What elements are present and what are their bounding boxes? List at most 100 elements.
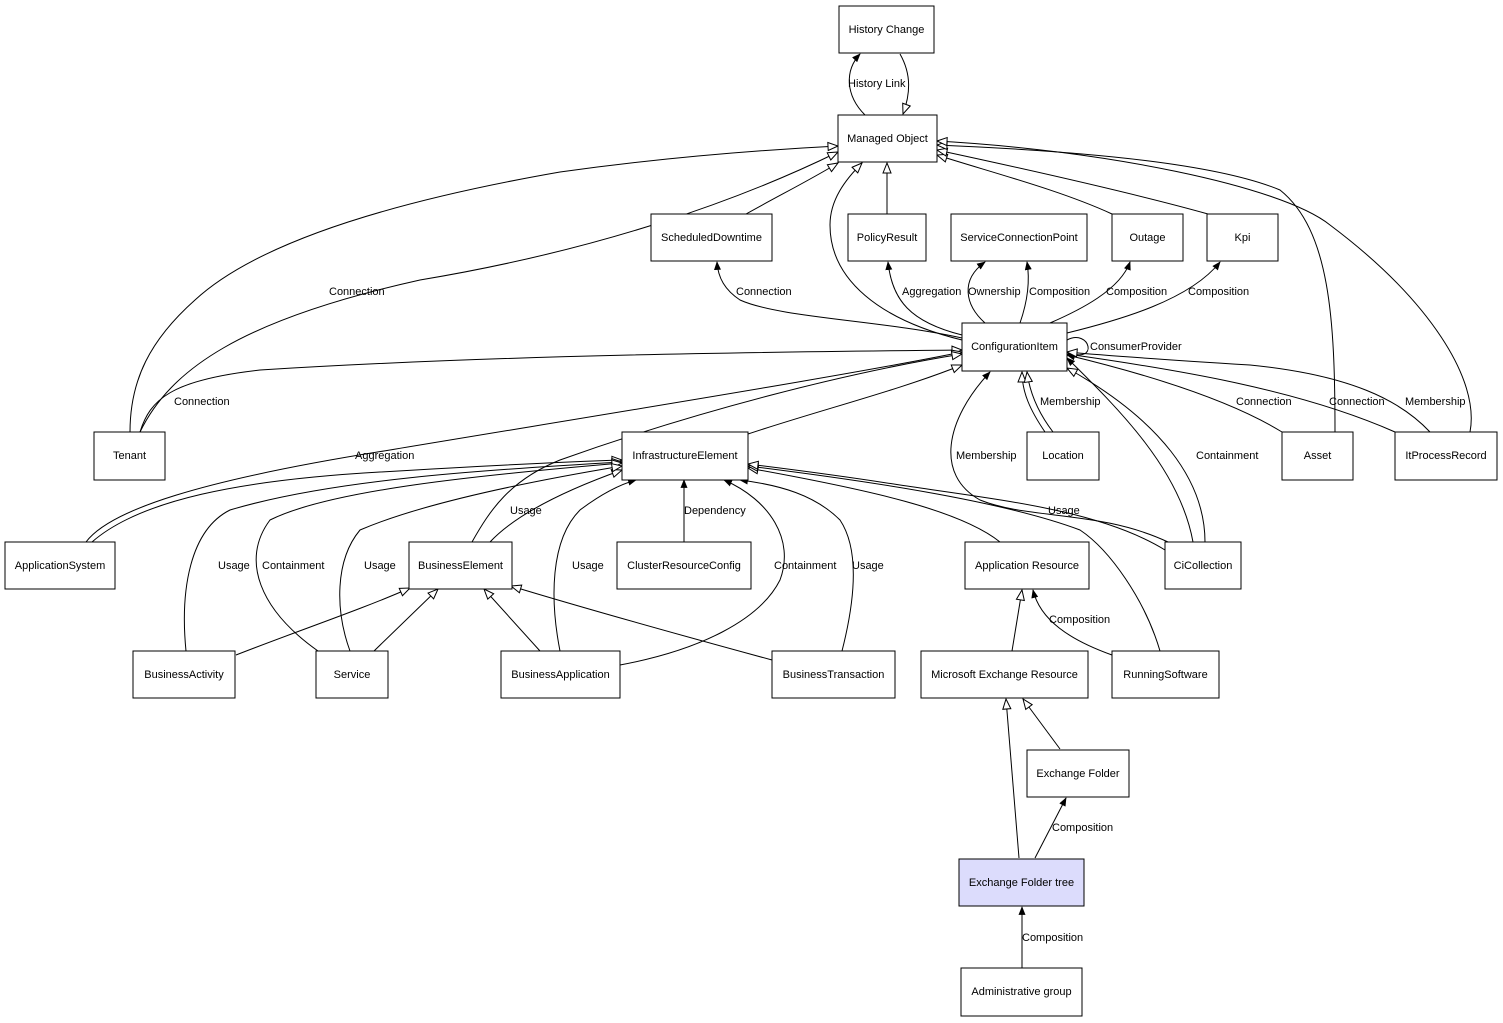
edge-be-usage-ie	[489, 470, 622, 543]
edge-labels: History Link Connection Connection Aggre…	[174, 78, 1466, 944]
node-tenant[interactable]: Tenant	[93, 431, 166, 481]
edge-ci-connection-sd	[714, 261, 963, 339]
edge-label-composition: Composition	[1029, 286, 1090, 298]
edge-label-membership: Membership	[956, 450, 1017, 462]
node-label: ClusterResourceConfig	[627, 560, 741, 572]
edge-label-containment: Containment	[774, 560, 836, 572]
edge-cicoll-membership-ci	[950, 371, 1169, 543]
node-label: Asset	[1304, 450, 1332, 462]
edge-ci-composition-scp	[1019, 261, 1032, 324]
node-managed-object[interactable]: Managed Object	[837, 114, 938, 163]
node-application-system[interactable]: ApplicationSystem	[4, 541, 116, 590]
edge-bapp-inherits-be	[484, 589, 541, 652]
node-label: Application Resource	[975, 560, 1079, 572]
node-business-element[interactable]: BusinessElement	[408, 541, 513, 590]
node-label: History Change	[849, 24, 925, 36]
edge-label-composition: Composition	[1049, 614, 1110, 626]
node-kpi[interactable]: Kpi	[1206, 213, 1279, 262]
edges	[85, 53, 1472, 968]
nodes: History Change Managed Object ScheduledD…	[4, 5, 1498, 1017]
edge-service-usage-ie	[339, 466, 622, 652]
node-label: Tenant	[113, 450, 146, 462]
node-label: BusinessElement	[418, 560, 503, 572]
node-label: Administrative group	[971, 986, 1071, 998]
node-configuration-item[interactable]: ConfigurationItem	[961, 322, 1068, 372]
node-label: ItProcessRecord	[1405, 450, 1486, 462]
node-service[interactable]: Service	[315, 650, 389, 699]
edge-label-connection: Connection	[329, 286, 385, 298]
node-outage[interactable]: Outage	[1111, 213, 1184, 262]
edge-appsys-inherits-ie	[91, 460, 622, 543]
edge-label-usage: Usage	[852, 560, 884, 572]
node-label: ConfigurationItem	[971, 341, 1058, 353]
edge-mer-inherits-approsc	[1011, 590, 1022, 652]
edge-asset-connection-ci	[1066, 353, 1283, 433]
node-label: ScheduledDowntime	[661, 232, 762, 244]
edge-label-membership: Membership	[1040, 396, 1101, 408]
node-cluster-resource-config[interactable]: ClusterResourceConfig	[616, 541, 752, 590]
node-business-transaction[interactable]: BusinessTransaction	[771, 650, 896, 699]
node-label: BusinessApplication	[511, 669, 609, 681]
edge-tenant-connection-ci	[139, 350, 962, 433]
node-business-activity[interactable]: BusinessActivity	[132, 650, 236, 699]
edge-label-dependency: Dependency	[684, 505, 746, 517]
edge-tenant-inherits-mo	[129, 146, 838, 433]
edge-tenant-connection-mo	[139, 152, 838, 433]
edge-label-composition: Composition	[1106, 286, 1167, 298]
node-label: Exchange Folder	[1036, 768, 1119, 780]
edge-label-composition: Composition	[1052, 822, 1113, 834]
node-label: Microsoft Exchange Resource	[931, 669, 1078, 681]
edge-rs-composition-approsc	[1031, 589, 1113, 656]
edge-ci-ownership-scp	[967, 261, 986, 324]
node-ci-collection[interactable]: CiCollection	[1164, 541, 1242, 590]
node-policy-result[interactable]: PolicyResult	[847, 213, 927, 262]
edge-label-usage: Usage	[510, 505, 542, 517]
node-label: BusinessActivity	[144, 669, 224, 681]
node-exchange-folder-tree[interactable]: Exchange Folder tree	[958, 858, 1085, 907]
node-exchange-folder[interactable]: Exchange Folder	[1026, 749, 1130, 798]
edge-ci-inherits-mo	[829, 163, 963, 341]
node-label: Managed Object	[847, 133, 928, 145]
edge-ci-aggregation-pr	[885, 261, 963, 336]
edge-ci-composition-outage	[1049, 261, 1131, 324]
node-label: InfrastructureElement	[632, 450, 737, 462]
edge-bact-inherits-be	[235, 588, 410, 656]
edge-label-containment: Containment	[262, 560, 324, 572]
edge-itpr-inherits-mo	[937, 141, 1472, 433]
node-label: Service	[334, 669, 371, 681]
node-service-connection-point[interactable]: ServiceConnectionPoint	[950, 213, 1088, 262]
node-infrastructure-element[interactable]: InfrastructureElement	[621, 431, 749, 481]
edge-label-aggregation: Aggregation	[355, 450, 414, 462]
node-running-software[interactable]: RunningSoftware	[1111, 650, 1220, 699]
edge-label-membership: Membership	[1405, 396, 1466, 408]
node-business-application[interactable]: BusinessApplication	[500, 650, 621, 699]
edge-ef-inherits-mer	[1023, 699, 1061, 750]
edge-history-link	[848, 53, 866, 116]
node-asset[interactable]: Asset	[1281, 431, 1354, 481]
node-history-change[interactable]: History Change	[838, 5, 935, 54]
edge-label-usage: Usage	[1048, 505, 1080, 517]
edge-label-connection: Connection	[1329, 396, 1385, 408]
edge-label-connection: Connection	[736, 286, 792, 298]
edge-eft-inherits-mer	[1006, 699, 1020, 859]
edge-kpi-inherits-mo	[937, 150, 1209, 215]
node-application-resource[interactable]: Application Resource	[964, 541, 1090, 590]
edge-itpr-connection-ci	[1066, 351, 1396, 433]
node-label: Outage	[1129, 232, 1165, 244]
node-it-process-record[interactable]: ItProcessRecord	[1394, 431, 1498, 481]
edge-label-usage: Usage	[364, 560, 396, 572]
edge-bapp-usage-ie	[553, 478, 637, 652]
edge-cicoll-inherits-ci	[1067, 368, 1206, 543]
node-label: CiCollection	[1174, 560, 1233, 572]
node-location[interactable]: Location	[1026, 431, 1100, 481]
edge-cicoll-containment-ci	[1066, 357, 1194, 543]
node-microsoft-exchange-resource[interactable]: Microsoft Exchange Resource	[920, 650, 1089, 699]
edge-bact-usage-ie	[183, 462, 622, 652]
edge-label-consumer-provider: ConsumerProvider	[1090, 341, 1182, 353]
edge-eft-composition-ef	[1034, 797, 1067, 859]
node-label: ServiceConnectionPoint	[960, 232, 1077, 244]
node-administrative-group[interactable]: Administrative group	[960, 967, 1083, 1017]
node-label: RunningSoftware	[1123, 669, 1207, 681]
node-scheduled-downtime[interactable]: ScheduledDowntime	[650, 213, 773, 262]
